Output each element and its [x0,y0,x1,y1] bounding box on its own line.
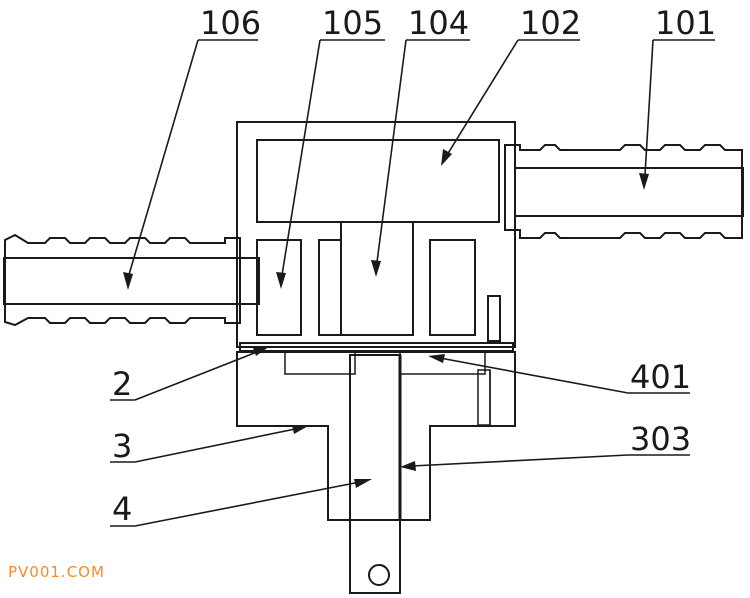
label-102: 102 [520,4,581,42]
stem-4 [349,354,402,594]
label-101: 101 [655,4,716,42]
leader-lines [123,39,654,527]
label-underlines [110,39,715,527]
label-104: 104 [408,4,469,42]
watermark-text: PV001.COM [8,563,105,581]
housing [236,121,516,348]
label-106: 106 [200,4,261,42]
label-4: 4 [112,490,132,528]
base-body-3 [236,351,516,521]
label-2: 2 [112,365,132,403]
label-401: 401 [630,358,691,396]
label-303: 303 [630,420,691,458]
label-3: 3 [112,427,132,465]
label-105: 105 [322,4,383,42]
right-nozzle [504,144,744,239]
left-nozzle [3,233,260,327]
